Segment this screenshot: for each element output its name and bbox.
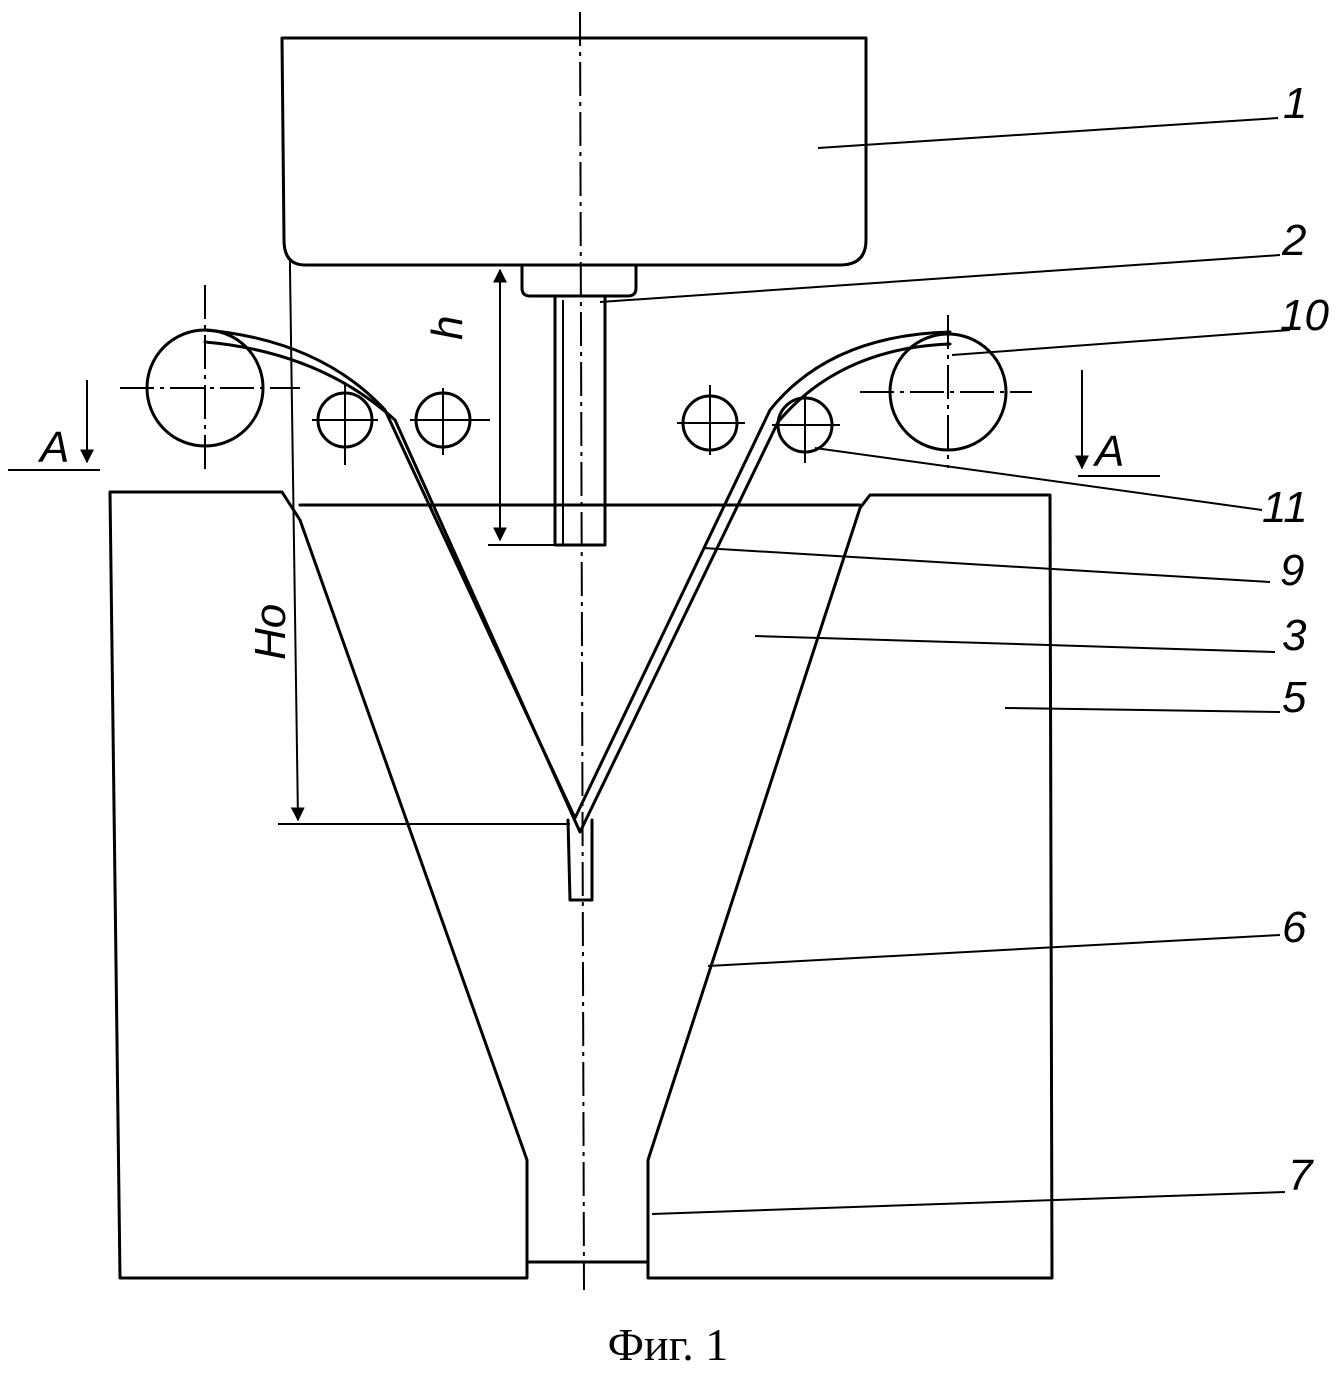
die-left-half: [110, 492, 527, 1278]
leader-11: [815, 448, 1262, 510]
leader-6: [708, 935, 1280, 966]
svg-text:A: A: [1092, 427, 1124, 476]
punch-holder: [522, 265, 636, 296]
label-7: 7: [1288, 1151, 1314, 1200]
label-6: 6: [1282, 903, 1307, 952]
label-2: 2: [1281, 216, 1306, 265]
leader-7: [652, 1192, 1285, 1214]
section-mark-right: A: [1078, 370, 1160, 476]
figure-caption: Фиг. 1: [0, 1318, 1336, 1371]
leader-5: [1005, 708, 1280, 712]
upper-block: [282, 38, 866, 265]
dim-Ho-line: [290, 270, 298, 820]
center-axis: [580, 12, 584, 1290]
small-roller-2: [410, 388, 490, 455]
dim-Ho-label: Ho: [246, 604, 295, 660]
label-9: 9: [1280, 546, 1304, 595]
leader-1: [818, 118, 1278, 148]
label-10: 10: [1280, 291, 1329, 340]
section-mark-left: A: [8, 380, 100, 472]
small-roller-3: [677, 385, 745, 455]
label-3: 3: [1282, 611, 1307, 660]
technical-drawing: h Ho A A 1 2 10 11 9 3 5 6 7: [0, 0, 1336, 1300]
leader-3: [755, 636, 1275, 652]
svg-text:A: A: [37, 423, 69, 472]
strip-inner: [205, 342, 950, 832]
die-right-half: [648, 495, 1052, 1278]
leader-9: [703, 548, 1270, 582]
label-11: 11: [1262, 483, 1308, 532]
dim-h-label: h: [423, 316, 472, 340]
leader-10: [952, 330, 1290, 355]
leader-2: [600, 255, 1280, 302]
label-5: 5: [1282, 673, 1307, 722]
small-roller-4: [772, 395, 840, 463]
label-1: 1: [1283, 79, 1307, 128]
